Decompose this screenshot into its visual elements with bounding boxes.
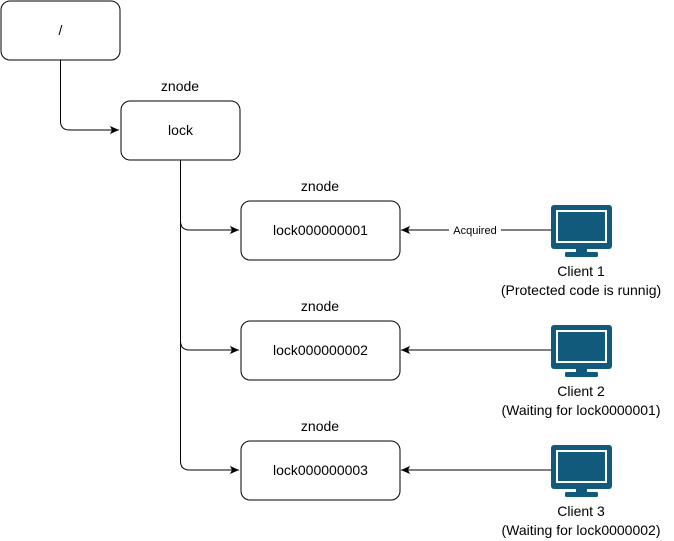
child-node-1-label: lock000000001	[273, 222, 368, 238]
child-node-2-label: lock000000002	[273, 342, 368, 358]
edge-lock-to-child-2	[180, 221, 239, 354]
edge-lock-to-child-1	[180, 160, 239, 234]
lock-node[interactable]: lock	[120, 100, 241, 161]
monitor-icon	[551, 325, 612, 377]
edge-root-to-lock	[60, 60, 119, 134]
root-node-label: /	[59, 22, 63, 38]
child-node-1-caption: znode	[301, 178, 339, 194]
edge-label-acquired: Acquired	[453, 225, 496, 237]
edge-lock-to-child-3	[180, 341, 239, 474]
client-3-name: Client 3	[557, 503, 605, 519]
client-2[interactable]	[551, 325, 612, 377]
lock-node-caption: znode	[161, 78, 199, 94]
child-node-3-caption: znode	[301, 418, 339, 434]
client-3-status: (Waiting for lock0000002)	[501, 522, 660, 538]
client-1-status: (Protected code is runnig)	[501, 282, 661, 298]
child-node-3[interactable]: lock000000003	[240, 440, 401, 501]
client-3[interactable]	[551, 445, 612, 497]
edge-label-bg	[449, 222, 501, 237]
root-node[interactable]: /	[0, 0, 121, 61]
client-1-name: Client 1	[557, 263, 605, 279]
client-2-name: Client 2	[557, 383, 605, 399]
client-2-status: (Waiting for lock0000001)	[501, 402, 660, 418]
child-node-2-caption: znode	[301, 298, 339, 314]
child-node-2[interactable]: lock000000002	[240, 320, 401, 381]
lock-node-label: lock	[168, 122, 194, 138]
client-1[interactable]	[551, 205, 612, 257]
child-node-1[interactable]: lock000000001	[240, 200, 401, 261]
child-node-3-label: lock000000003	[273, 462, 368, 478]
monitor-icon	[551, 445, 612, 497]
monitor-icon	[551, 205, 612, 257]
